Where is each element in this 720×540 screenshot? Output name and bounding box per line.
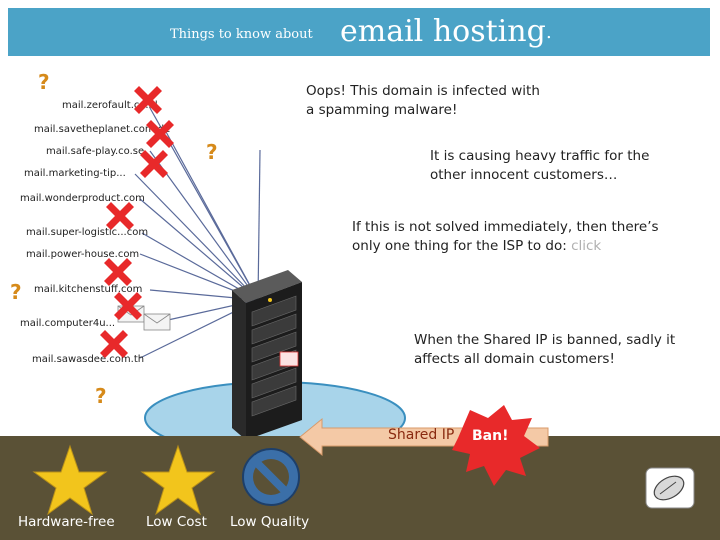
title-period: . bbox=[546, 22, 552, 43]
solve-text: If this is not solved immediately, then … bbox=[352, 219, 659, 254]
domain-label: mail.zerofault.co.id bbox=[62, 100, 158, 111]
ban-burst bbox=[452, 405, 540, 486]
banned-message: When the Shared IP is banned, sadly it a… bbox=[414, 332, 676, 367]
question-icon: ? bbox=[206, 140, 218, 164]
question-icon: ? bbox=[95, 384, 107, 408]
hardware-free-label: Hardware-free bbox=[18, 514, 115, 530]
click-hint: click bbox=[571, 238, 602, 254]
traffic-message: It is causing heavy traffic for the othe… bbox=[430, 148, 650, 183]
domain-label: mail.computer4u... bbox=[20, 318, 116, 329]
title-prefix: Things to know about bbox=[170, 27, 313, 42]
domain-label: mail.super-logistic...com bbox=[26, 227, 149, 238]
domain-label: mail.power-house.com bbox=[26, 249, 140, 260]
page-title: email hosting bbox=[340, 14, 546, 49]
mouse-icon bbox=[645, 467, 695, 509]
domain-label: mail.kitchenstuff.com bbox=[34, 284, 143, 295]
title-bar bbox=[8, 8, 710, 56]
ban-label: Ban! bbox=[472, 428, 509, 444]
ground-area bbox=[0, 436, 720, 540]
low-cost-label: Low Cost bbox=[146, 514, 207, 530]
domain-label: mail.sawasdee.com.th bbox=[32, 354, 145, 365]
question-icon: ? bbox=[38, 70, 50, 94]
shared-ip-label: Shared IP bbox=[388, 427, 455, 443]
infected-message: Oops! This domain is infected with a spa… bbox=[306, 83, 540, 118]
star-icon bbox=[32, 444, 108, 516]
domain-label: mail.safe-play.co.se bbox=[46, 146, 145, 157]
prohibited-icon bbox=[242, 448, 300, 506]
domain-label: mail.savetheplanet.com.de bbox=[34, 124, 171, 135]
server-icon bbox=[232, 270, 302, 440]
low-quality-label: Low Quality bbox=[230, 514, 310, 530]
domain-label: mail.marketing-tip... bbox=[24, 168, 126, 179]
solve-message: If this is not solved immediately, then … bbox=[352, 218, 682, 256]
star-icon bbox=[140, 444, 216, 516]
question-icon: ? bbox=[10, 280, 22, 304]
domain-label: mail.wonderproduct.com bbox=[20, 193, 145, 204]
